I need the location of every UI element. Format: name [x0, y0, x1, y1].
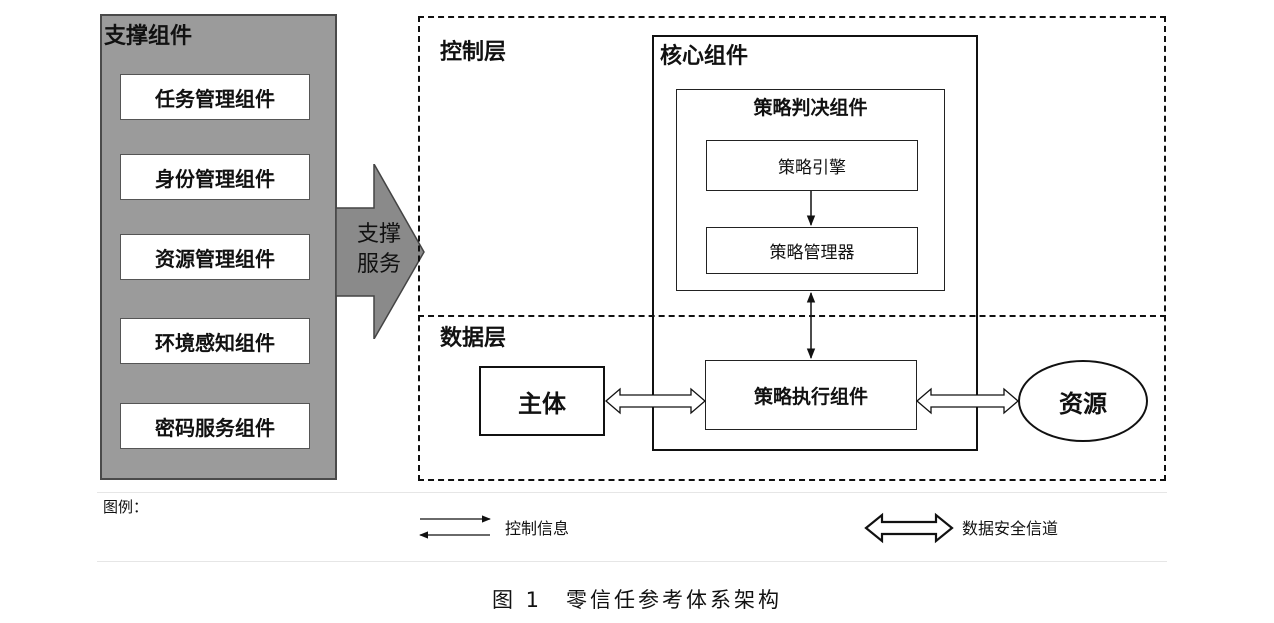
layers-boundary — [418, 16, 1166, 481]
figure-caption: 图 1 零信任参考体系架构 — [491, 588, 783, 612]
support-service-line1: 支撑 — [356, 222, 401, 247]
policy-decision-title: 策略判决组件 — [753, 97, 868, 119]
policy-decision-box — [676, 89, 945, 291]
data-layer-label: 数据层 — [440, 326, 507, 351]
layer-divider — [418, 315, 1166, 317]
legend-box — [97, 492, 1167, 562]
core-components-box — [652, 35, 978, 451]
legend-data-channel-label: 数据安全信道 — [962, 519, 1059, 538]
control-layer-label: 控制层 — [440, 40, 507, 65]
resource-management-component: 资源管理组件 — [120, 234, 310, 280]
task-management-component: 任务管理组件 — [120, 74, 310, 120]
support-service-label: 支撑 服务 — [344, 220, 414, 280]
identity-management-component: 身份管理组件 — [120, 154, 310, 200]
subject-box: 主体 — [479, 366, 605, 436]
environment-awareness-component: 环境感知组件 — [120, 318, 310, 364]
support-service-line2: 服务 — [356, 252, 401, 277]
support-service-arrow — [336, 164, 425, 339]
core-components-title: 核心组件 — [660, 44, 749, 69]
resource-ellipse: 资源 — [1018, 360, 1148, 442]
policy-engine: 策略引擎 — [706, 140, 918, 191]
legend-title: 图例： — [103, 498, 149, 516]
policy-enforcement-component: 策略执行组件 — [705, 360, 917, 430]
policy-manager: 策略管理器 — [706, 227, 918, 274]
legend-control-info-label: 控制信息 — [505, 519, 570, 538]
crypto-service-component: 密码服务组件 — [120, 403, 310, 449]
support-panel-title: 支撑组件 — [104, 24, 193, 49]
